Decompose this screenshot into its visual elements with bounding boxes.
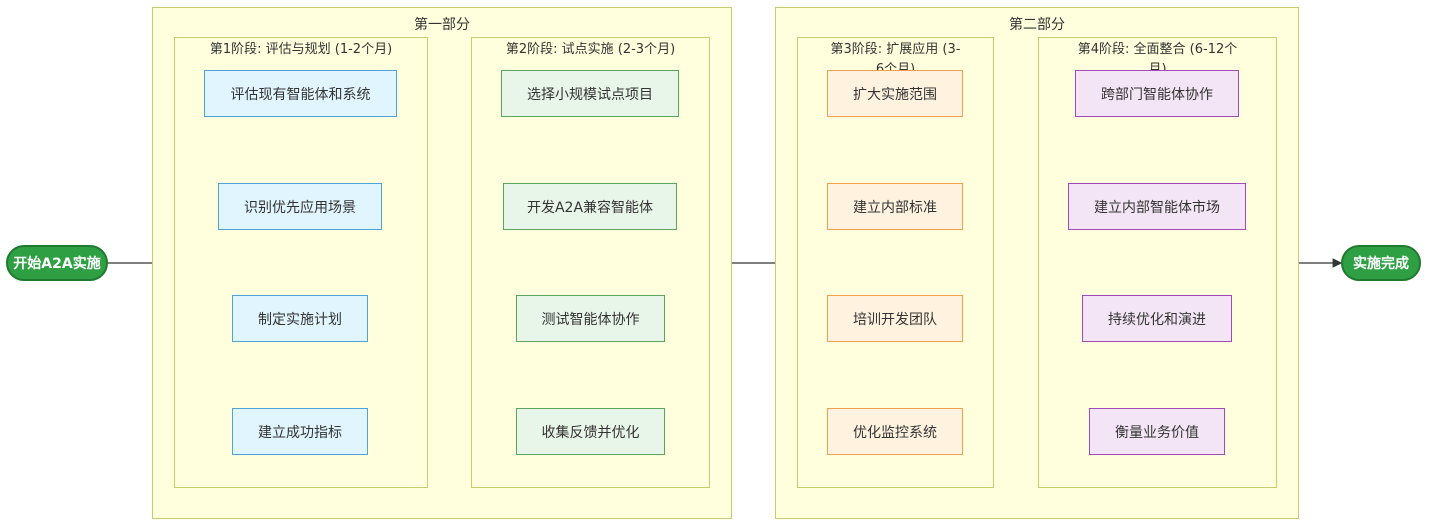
start-node[interactable]: 开始A2A实施	[6, 245, 108, 281]
step-optimize-monitoring[interactable]: 优化监控系统	[827, 408, 963, 455]
step-agent-marketplace[interactable]: 建立内部智能体市场	[1068, 183, 1246, 230]
step-continuous-optimize[interactable]: 持续优化和演进	[1082, 295, 1232, 342]
step-test-collaboration[interactable]: 测试智能体协作	[516, 295, 665, 342]
step-evaluate-agents[interactable]: 评估现有智能体和系统	[204, 70, 397, 117]
step-develop-agent[interactable]: 开发A2A兼容智能体	[503, 183, 677, 230]
phase-1-title: 第1阶段: 评估与规划 (1-2个月)	[209, 42, 393, 57]
step-make-plan[interactable]: 制定实施计划	[232, 295, 368, 342]
step-train-team[interactable]: 培训开发团队	[827, 295, 963, 342]
step-measure-value[interactable]: 衡量业务价值	[1089, 408, 1225, 455]
part-1-title: 第一部分	[414, 17, 470, 33]
part-2-title: 第二部分	[1009, 17, 1065, 33]
step-define-metrics[interactable]: 建立成功指标	[232, 408, 368, 455]
step-select-pilot[interactable]: 选择小规模试点项目	[501, 70, 679, 117]
step-internal-standards[interactable]: 建立内部标准	[827, 183, 963, 230]
step-collect-feedback[interactable]: 收集反馈并优化	[516, 408, 665, 455]
step-expand-scope[interactable]: 扩大实施范围	[827, 70, 963, 117]
phase-2-title: 第2阶段: 试点实施 (2-3个月)	[505, 42, 676, 57]
end-node[interactable]: 实施完成	[1341, 245, 1421, 281]
step-identify-scenarios[interactable]: 识别优先应用场景	[218, 183, 382, 230]
step-cross-department[interactable]: 跨部门智能体协作	[1075, 70, 1239, 117]
